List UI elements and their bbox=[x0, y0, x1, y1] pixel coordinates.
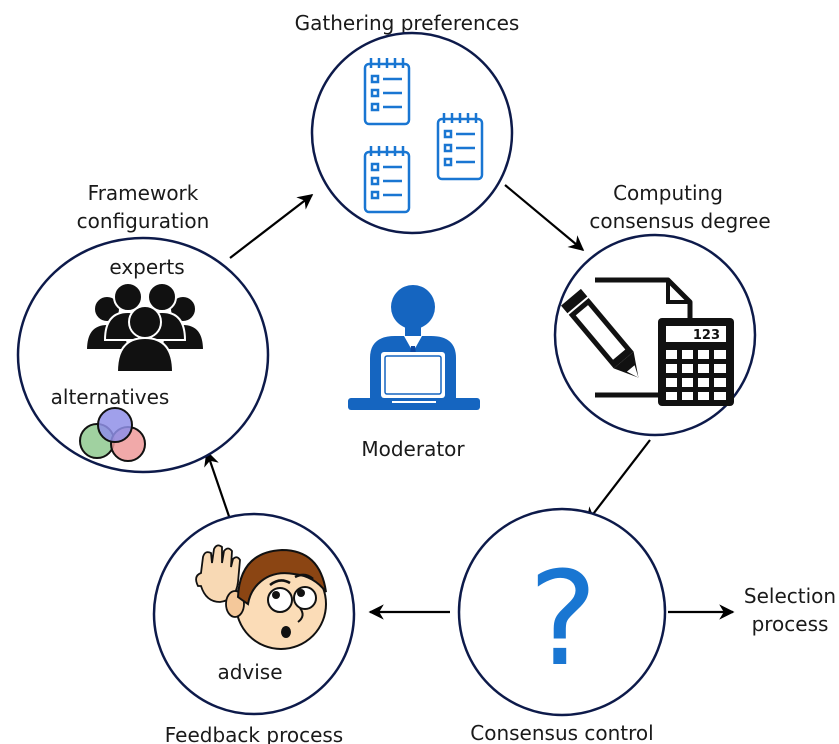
feedback-label: Feedback process bbox=[165, 723, 343, 744]
arrow-framework-to-gathering bbox=[229, 194, 314, 259]
gathering-circle bbox=[310, 31, 514, 235]
selection-label-line1: Selection bbox=[744, 584, 836, 608]
arrow-gathering-to-computing bbox=[504, 184, 585, 251]
people-group-icon bbox=[84, 282, 206, 373]
control-stage: ? Consensus control bbox=[457, 507, 667, 744]
control-circle bbox=[457, 507, 667, 717]
gathering-stage: Gathering preferences bbox=[295, 11, 520, 235]
selection-stage: Selection process bbox=[744, 584, 836, 636]
framework-label-line2: configuration bbox=[77, 209, 210, 233]
gathering-label: Gathering preferences bbox=[295, 11, 520, 35]
pencil-document-calculator-icon: 123 bbox=[561, 277, 734, 406]
venn-diagram-icon bbox=[79, 407, 146, 462]
consensus-control-label: Consensus control bbox=[470, 721, 653, 744]
experts-label: experts bbox=[109, 255, 184, 279]
moderator: Moderator bbox=[348, 285, 480, 461]
computing-stage: Computing consensus degree 123 bbox=[553, 181, 771, 437]
framework-stage: Framework configuration experts alternat… bbox=[16, 181, 270, 474]
framework-label-line1: Framework bbox=[88, 181, 199, 205]
computing-label-line1: Computing bbox=[613, 181, 723, 205]
moderator-label: Moderator bbox=[361, 437, 465, 461]
alternatives-label: alternatives bbox=[51, 385, 170, 409]
calculator-display: 123 bbox=[693, 328, 720, 343]
computing-label-line2: consensus degree bbox=[589, 209, 770, 233]
feedback-stage: advise Feedback process bbox=[152, 512, 356, 744]
advise-label: advise bbox=[217, 660, 282, 684]
listening-face-icon bbox=[195, 544, 327, 650]
arrow-computing-to-control bbox=[586, 439, 651, 524]
checklist-icon bbox=[363, 58, 484, 214]
moderator-laptop-icon bbox=[348, 285, 480, 410]
selection-label-line2: process bbox=[752, 612, 829, 636]
arrow-feedback-to-framework bbox=[204, 450, 235, 529]
cycle-arrows bbox=[204, 184, 735, 620]
question-mark-icon: ? bbox=[529, 543, 598, 695]
